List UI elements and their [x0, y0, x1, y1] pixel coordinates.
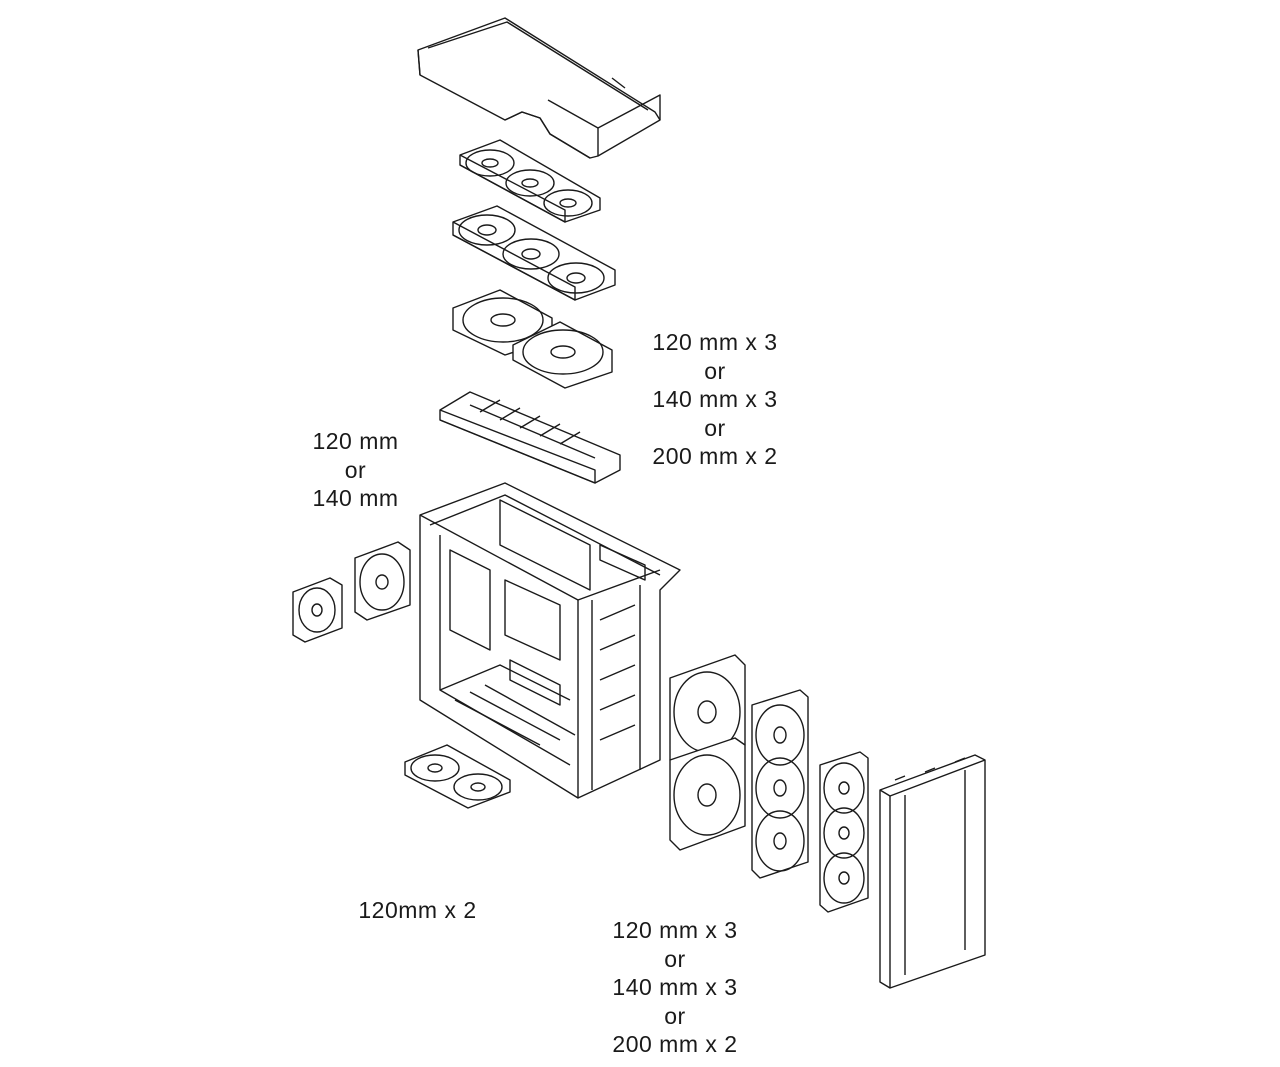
front-fan-pair-200 [669, 654, 746, 851]
top-label-line-2: or [704, 357, 726, 384]
rear-fan-140 [354, 541, 411, 621]
front-label-line-1: 120 mm x 3 [612, 917, 738, 943]
front-fan-capacity-label: 120 mm x 3 or 140 mm x 3 or 200 mm x 2 [600, 916, 750, 1059]
rear-fan-120 [292, 577, 343, 643]
top-fan-row-140 [452, 205, 616, 301]
rear-label-line-1: 120 mm [312, 428, 399, 454]
top-label-line-4: or [704, 414, 726, 441]
bottom-fan-capacity-label: 120mm x 2 [340, 896, 495, 925]
top-fan-pair-200 [452, 289, 613, 389]
rear-label-line-2: or [344, 456, 367, 483]
top-label-line-1: 120 mm x 3 [652, 329, 778, 355]
front-label-line-2: or [664, 945, 686, 972]
top-fan-row-120 [459, 139, 601, 223]
front-label-line-5: 200 mm x 2 [612, 1031, 738, 1057]
bottom-fan-pair [404, 744, 511, 809]
rear-label-line-3: 140 mm [312, 485, 399, 511]
front-fan-column-140 [751, 689, 809, 879]
front-fan-column-120 [819, 751, 869, 913]
front-label-line-3: 140 mm x 3 [612, 974, 738, 1000]
rear-fan-capacity-label: 120 mm or 140 mm [298, 427, 413, 513]
top-label-line-3: 140 mm x 3 [652, 386, 778, 412]
front-panel [879, 754, 986, 989]
bottom-label-line-1: 120mm x 2 [358, 897, 477, 923]
top-fan-capacity-label: 120 mm x 3 or 140 mm x 3 or 200 mm x 2 [640, 328, 790, 471]
top-label-line-5: 200 mm x 2 [652, 443, 778, 469]
top-cover [417, 17, 661, 159]
chassis-frame [419, 482, 681, 799]
front-label-line-4: or [664, 1002, 686, 1029]
top-fan-bracket [439, 391, 621, 484]
